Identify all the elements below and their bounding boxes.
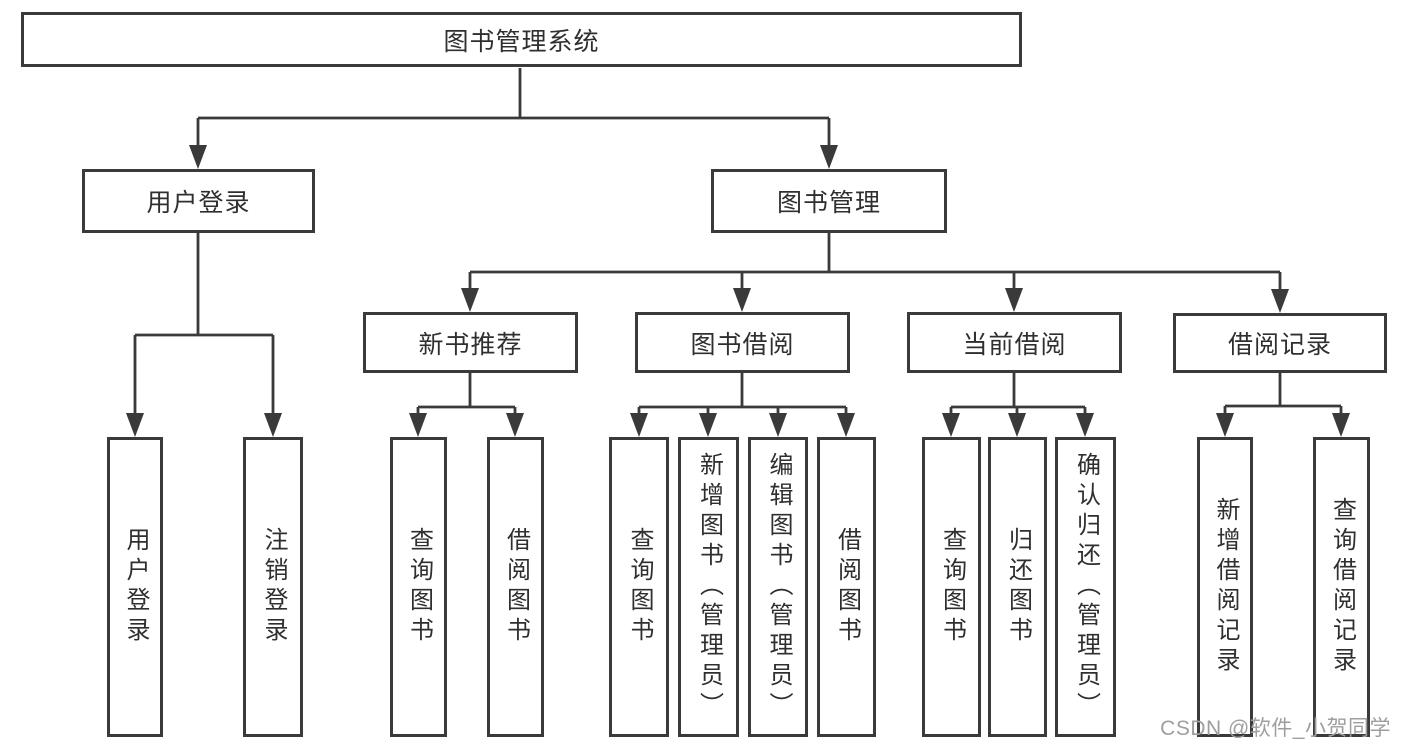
node-label: 借阅记录 xyxy=(1227,331,1332,359)
node-label: 查询图书 xyxy=(405,527,433,647)
leaf-borrow-books-1: 借阅图书 xyxy=(487,437,544,737)
leaf-add-borrow-record: 新增借阅记录 xyxy=(1197,437,1253,737)
node-label: 查询图书 xyxy=(938,527,966,647)
leaf-return-books: 归还图书 xyxy=(988,437,1047,737)
node-label: 借阅图书 xyxy=(502,527,530,647)
node-label: 确认归还（管理员） xyxy=(1072,452,1100,722)
leaf-confirm-return-admin: 确认归还（管理员） xyxy=(1055,437,1116,737)
node-book-management: 图书管理 xyxy=(711,169,947,233)
leaf-edit-books-admin: 编辑图书（管理员） xyxy=(748,437,808,737)
leaf-query-borrow-record: 查询借阅记录 xyxy=(1313,437,1370,737)
node-label: 查询借阅记录 xyxy=(1328,497,1356,677)
leaf-add-books-admin: 新增图书（管理员） xyxy=(678,437,739,737)
node-label: 图书管理 xyxy=(776,189,881,217)
leaf-borrow-books-2: 借阅图书 xyxy=(817,437,876,737)
leaf-query-books-1: 查询图书 xyxy=(390,437,447,737)
node-label: 用户登录 xyxy=(146,189,251,217)
node-label: 借阅图书 xyxy=(833,527,861,647)
watermark: CSDN @软件_小贺同学 xyxy=(1160,717,1391,740)
node-current-borrowing: 当前借阅 xyxy=(907,312,1122,373)
leaf-logout-login: 注销登录 xyxy=(243,437,303,737)
node-label: 新增图书（管理员） xyxy=(695,452,723,722)
node-label: 查询图书 xyxy=(626,527,653,647)
node-book-borrowing: 图书借阅 xyxy=(635,312,850,373)
node-label: 当前借阅 xyxy=(962,330,1067,359)
node-borrowing-records: 借阅记录 xyxy=(1173,313,1387,373)
leaf-query-books-3: 查询图书 xyxy=(922,437,981,737)
node-label: 注销登录 xyxy=(260,527,287,647)
node-label: 图书借阅 xyxy=(690,330,795,359)
node-label: 编辑图书（管理员） xyxy=(765,452,792,722)
leaf-user-login: 用户登录 xyxy=(107,437,163,737)
node-library-management-system: 图书管理系统 xyxy=(21,12,1022,67)
node-label: 归还图书 xyxy=(1004,527,1032,647)
node-label: 新书推荐 xyxy=(418,330,523,359)
node-label: 用户登录 xyxy=(122,527,149,647)
node-new-book-recommendation: 新书推荐 xyxy=(363,312,578,373)
node-label: 新增借阅记录 xyxy=(1212,497,1239,677)
node-label: 图书管理系统 xyxy=(443,27,600,56)
node-user-login: 用户登录 xyxy=(82,169,315,233)
leaf-query-books-2: 查询图书 xyxy=(609,437,669,737)
